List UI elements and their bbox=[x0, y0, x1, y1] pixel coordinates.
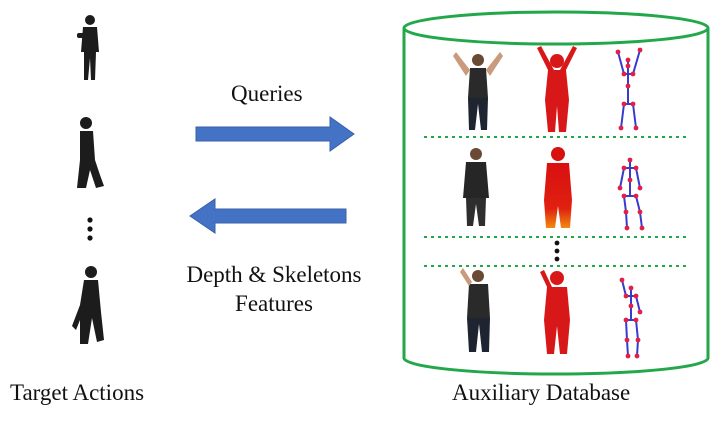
db-row3-skeleton bbox=[619, 277, 643, 359]
db-row1-skeleton bbox=[615, 47, 643, 131]
auxiliary-database-label: Auxiliary Database bbox=[452, 380, 631, 405]
database-separators bbox=[424, 136, 686, 267]
features-label-line1: Depth & Skeletons bbox=[186, 262, 362, 287]
db-row2-skeleton bbox=[617, 157, 645, 231]
db-row1-depth-map bbox=[537, 46, 577, 132]
db-row1-rgb-person bbox=[453, 52, 503, 130]
features-label: Depth & Skeletons Features bbox=[0, 260, 548, 318]
database-cylinder bbox=[402, 10, 710, 376]
target-silhouette-1 bbox=[77, 15, 99, 80]
target-silhouette-2 bbox=[77, 117, 104, 188]
features-arrow bbox=[189, 198, 347, 234]
db-row2-depth-map bbox=[544, 147, 572, 228]
database-ellipsis bbox=[554, 240, 560, 262]
target-silhouette-3 bbox=[72, 266, 104, 344]
target-actions-label: Target Actions bbox=[10, 380, 145, 405]
db-row2-rgb-person bbox=[463, 148, 489, 226]
db-row3-rgb-person bbox=[460, 268, 490, 352]
db-row3-depth-map bbox=[540, 270, 570, 354]
target-ellipsis bbox=[87, 217, 93, 241]
queries-label: Queries bbox=[231, 81, 303, 106]
features-label-line2: Features bbox=[235, 291, 313, 316]
query-arrow bbox=[195, 116, 355, 152]
